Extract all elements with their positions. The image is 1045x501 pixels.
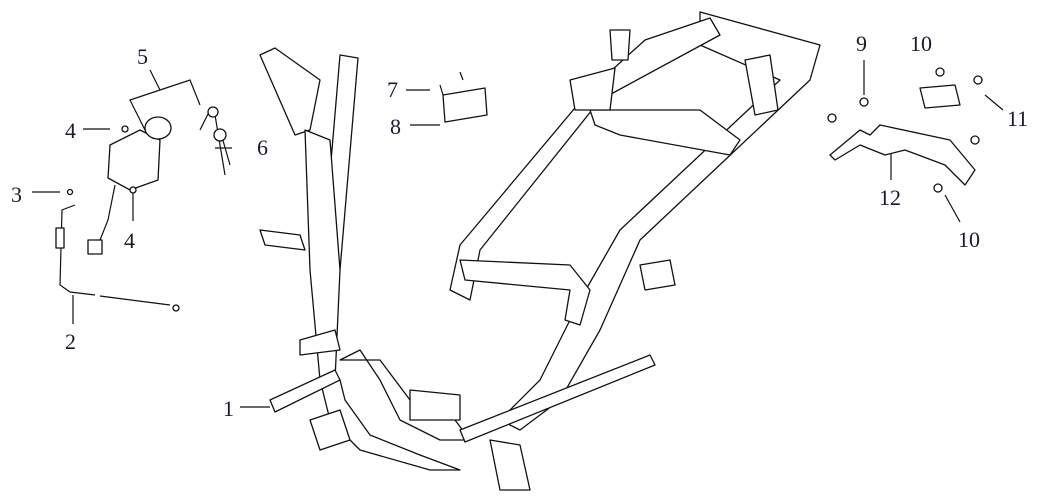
callout-8: 8 — [390, 114, 401, 139]
plate-and-screws — [439, 71, 488, 123]
keys — [199, 106, 231, 176]
callout-10: 10 — [910, 31, 932, 56]
callout-6: 6 — [257, 135, 268, 160]
callout-9: 9 — [856, 31, 867, 56]
callout-7: 7 — [387, 77, 398, 102]
callout-1: 1 — [223, 396, 234, 421]
callout-11: 11 — [1007, 106, 1029, 131]
callout-2: 2 — [65, 329, 76, 354]
seat-lock-cable — [55, 204, 180, 312]
callout-10-lower: 10 — [958, 227, 980, 252]
bracket-assembly — [827, 67, 983, 193]
callout-4: 4 — [65, 118, 76, 143]
main-frame — [259, 11, 821, 491]
callout-3: 3 — [11, 182, 22, 207]
callout-5: 5 — [137, 44, 148, 69]
callout-12: 12 — [879, 185, 901, 210]
callout-4-lower: 4 — [124, 228, 135, 253]
leader-lines — [32, 60, 1004, 408]
ignition-switch-assembly — [66, 116, 172, 255]
